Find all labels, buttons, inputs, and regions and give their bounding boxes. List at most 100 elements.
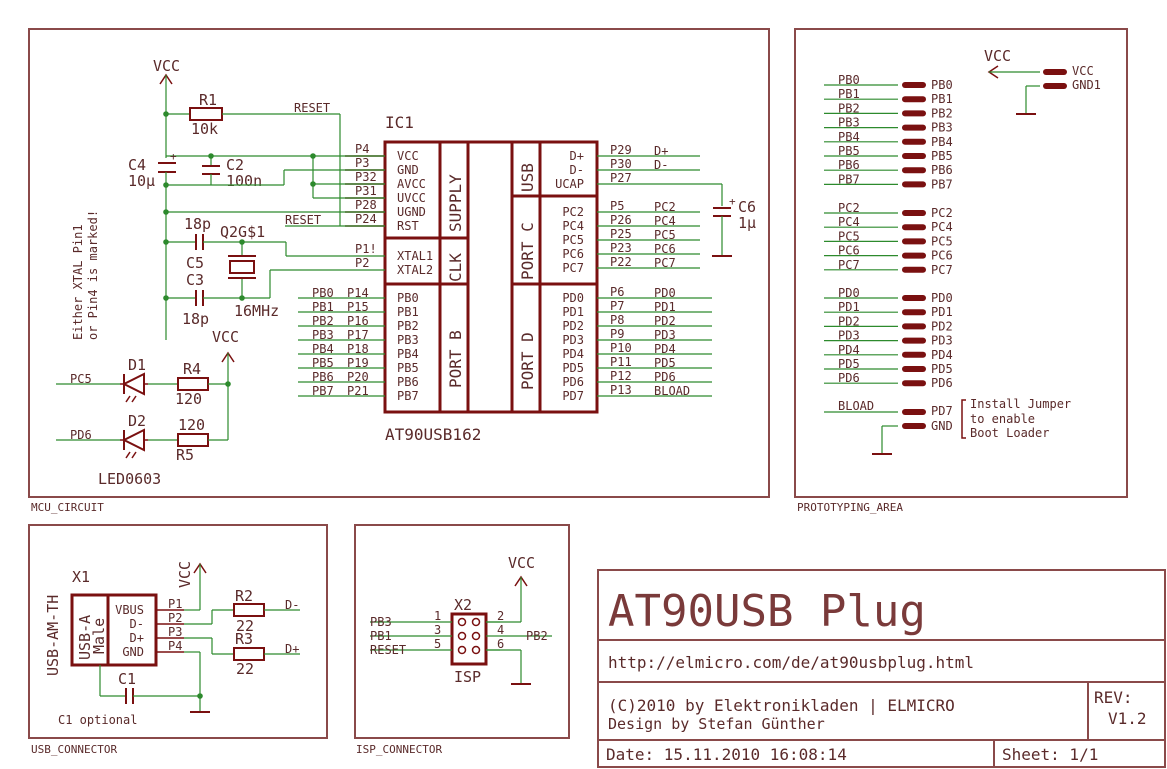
c5-value: 18p (184, 215, 211, 233)
c3-name: C3 (186, 271, 204, 289)
proto-net: PD6 (838, 371, 860, 385)
ic1-pin-number: P15 (347, 300, 369, 314)
mcu-frame (28, 28, 770, 498)
ic1-pin-net: BLOAD (654, 384, 690, 398)
ic1-pin-net: PD0 (654, 286, 676, 300)
ic1-pin-number: P9 (610, 327, 624, 341)
proto-pin: PD2 (931, 319, 953, 333)
svg-text:+: + (170, 150, 177, 163)
ic1-pin-number: P30 (610, 157, 632, 171)
r3-body (233, 647, 265, 661)
proto-net: PC5 (838, 229, 860, 243)
ic1-pin-name: PD2 (562, 319, 584, 333)
r4-body (177, 377, 209, 391)
vcc-top-label: VCC (153, 57, 180, 75)
r1-value: 10k (191, 120, 218, 138)
ic1-pin-number: P14 (347, 286, 369, 300)
proto-pin: PD3 (931, 334, 953, 348)
jumper-pin2: GND (931, 419, 953, 433)
ic1-pin-net: PB2 (312, 314, 334, 328)
proto-pin: PC2 (931, 206, 953, 220)
isp-vcc: VCC (508, 554, 535, 572)
isp-pin-hole (471, 617, 481, 627)
ic1-pin-net: PB7 (312, 384, 334, 398)
proto-pin: PB6 (931, 163, 953, 177)
ic1-pin-name: PD4 (562, 347, 584, 361)
title-block: AT90USB Plug http://elmicro.com/de/at90u… (597, 569, 1166, 768)
ic1-pin-number: P28 (355, 198, 377, 212)
isp-label: ISP (454, 668, 481, 686)
ic1-pin-name: PD5 (562, 361, 584, 375)
ic1-pin-net: PD4 (654, 342, 676, 356)
led-value: LED0603 (98, 470, 161, 488)
ic1-pin-number: P19 (347, 356, 369, 370)
r3-value: 22 (236, 660, 254, 678)
ic1-pin-name: PB4 (397, 347, 419, 361)
proto-pin: PB2 (931, 106, 953, 120)
usb-pin-number: P1 (168, 597, 182, 611)
usb-pin-number: P3 (168, 625, 182, 639)
d2-net: PD6 (70, 428, 92, 442)
ic1-pin-name: D+ (570, 149, 584, 163)
ic1-pin-number: P24 (355, 212, 377, 226)
reset-net: RESET (285, 213, 321, 227)
isp-right-number: 6 (497, 637, 504, 651)
proto-pin: PB5 (931, 149, 953, 163)
r2-name: R2 (235, 587, 253, 605)
usb-pin-name: D- (130, 617, 144, 631)
ic1-pin-net: PD3 (654, 328, 676, 342)
usb-body (70, 593, 158, 667)
proto-net: PD4 (838, 343, 860, 357)
proto-net: PB0 (838, 73, 860, 87)
r5-name: R5 (176, 446, 194, 464)
block-clk: CLK (446, 253, 465, 282)
isp-frame-label: ISP_CONNECTOR (356, 743, 442, 756)
proto-pin: PD0 (931, 291, 953, 305)
usb-pin-name: D+ (130, 631, 144, 645)
ic1-pin-net: D+ (654, 144, 668, 158)
r3-net: D+ (285, 642, 299, 656)
ic1-pin-net: PC6 (654, 242, 676, 256)
block-usb: USB (518, 163, 537, 192)
proto-pin: PC5 (931, 234, 953, 248)
r5-value: 120 (178, 416, 205, 434)
ic1-pin-number: P27 (610, 171, 632, 185)
title-designer: Design by Stefan Günther (608, 715, 825, 733)
proto-pin: PB1 (931, 92, 953, 106)
ic1-pin-name: PD0 (562, 291, 584, 305)
ic1-pin-number: P16 (347, 314, 369, 328)
ic1-pin-number: P11 (610, 355, 632, 369)
proto-net: PB1 (838, 87, 860, 101)
r1-name: R1 (199, 91, 217, 109)
r1-body (189, 107, 223, 121)
title-url: http://elmicro.com/de/at90usbplug.html (608, 653, 974, 672)
ic1-pin-name: PD6 (562, 375, 584, 389)
proto-net: PC4 (838, 215, 860, 229)
proto-pin: PD5 (931, 362, 953, 376)
isp-left-net: PB3 (370, 615, 392, 629)
usb-pin-name: VBUS (115, 603, 144, 617)
svg-text:+: + (729, 195, 736, 208)
isp-pin-hole (457, 631, 467, 641)
c3-value: 18p (182, 310, 209, 328)
isp-pin-hole (471, 645, 481, 655)
proto-net: PB6 (838, 158, 860, 172)
usb-name: X1 (72, 568, 90, 586)
c2-value: 100n (226, 172, 262, 190)
isp-left-number: 5 (434, 637, 441, 651)
ic1-pin-number: P4 (355, 142, 369, 156)
isp-name: X2 (454, 596, 472, 614)
isp-left-number: 3 (434, 623, 441, 637)
isp-right-number: 4 (497, 623, 504, 637)
ic1-pin-name: PB5 (397, 361, 419, 375)
block-portb: PORT B (446, 330, 465, 388)
ic1-pin-number: P21 (347, 384, 369, 398)
proto-pin: PD6 (931, 376, 953, 390)
ic1-pin-name: PB3 (397, 333, 419, 347)
proto-net: PC2 (838, 201, 860, 215)
